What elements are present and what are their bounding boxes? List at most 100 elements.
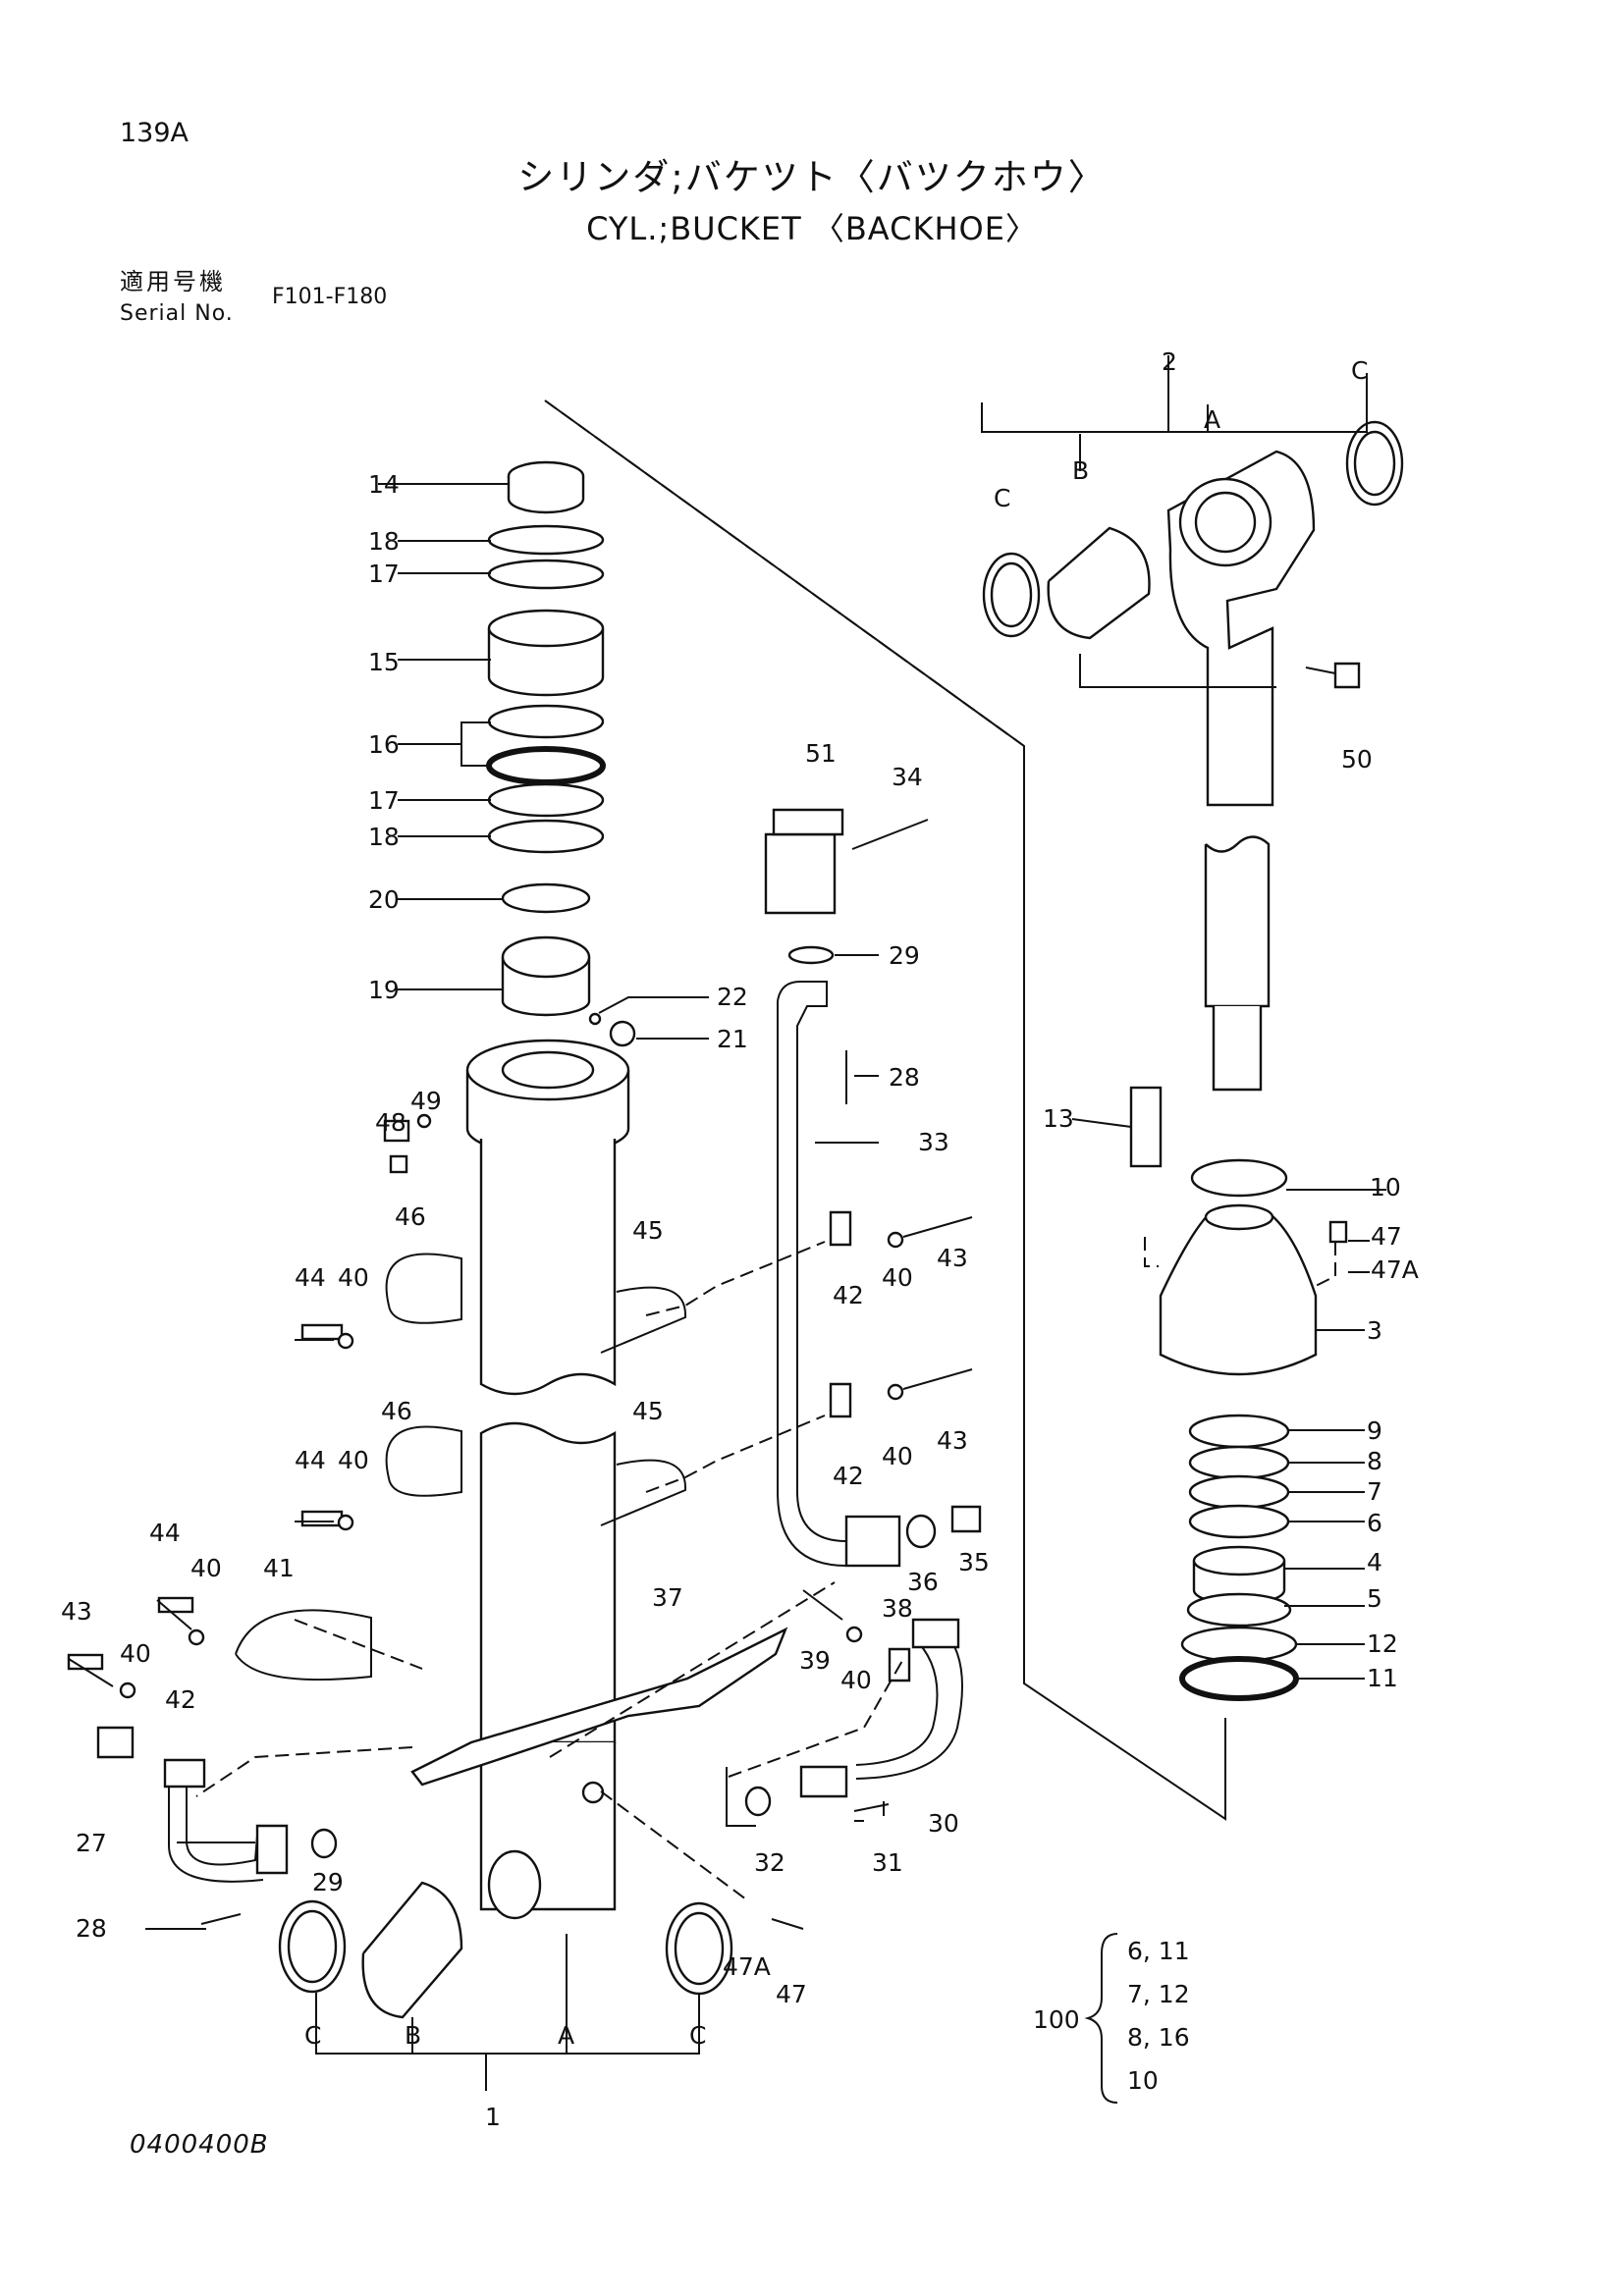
kit-brace [1084,1933,1118,2104]
callout-44c: 44 [149,1519,181,1547]
callout-48: 48 [375,1108,406,1137]
dashed-guides [195,1237,1336,1900]
callout-11: 11 [1367,1664,1398,1692]
callout-43b: 43 [937,1244,968,1272]
callout-16: 16 [368,730,400,759]
callout-30: 30 [928,1809,959,1838]
kit-line-3: 8, 16 [1127,2023,1190,2052]
callout-9: 9 [1367,1416,1382,1445]
callout-28a: 28 [76,1914,107,1943]
callout-18a: 18 [368,527,400,556]
callout-44a: 44 [295,1263,326,1292]
callout-45b: 45 [632,1397,664,1425]
cylinder-head-parts [486,460,636,1047]
callout-3: 3 [1367,1316,1382,1345]
callout-43c: 43 [937,1426,968,1455]
callout-22: 22 [717,983,748,1011]
kit-line-4: 10 [1127,2066,1159,2095]
callout-42a: 42 [165,1685,196,1714]
callout-46a: 46 [395,1202,426,1231]
callout-10: 10 [1370,1173,1401,1201]
callout-29a: 29 [312,1868,344,1896]
callout-29b: 29 [889,941,920,970]
callout-50: 50 [1341,745,1373,774]
callout-15: 15 [368,648,400,676]
callout-12: 12 [1367,1629,1398,1658]
cylinder-tube [389,1039,630,1920]
callout-43a: 43 [61,1597,92,1626]
callout-37: 37 [652,1583,683,1612]
callout-18b: 18 [368,823,400,851]
callout-51: 51 [805,739,837,768]
title-english: CYL.;BUCKET 〈BACKHOE〉 [586,210,1038,247]
bottom-bushing-parts [278,1881,733,2019]
callout-C-bottom-left: C [304,2021,321,2050]
title-japanese: シリンダ;バケツト〈バツクホウ〉 [517,156,1107,198]
callout-44b: 44 [295,1446,326,1474]
kit-line-1: 6, 11 [1127,1937,1190,1965]
callout-labels: 1 2 3 4 5 6 7 8 9 10 11 12 13 14 15 16 1… [61,347,1419,2131]
outline-dash [544,400,1025,747]
callout-33: 33 [918,1128,949,1156]
kit-legend: 100 6, 11 7, 12 8, 16 10 [1033,1937,1190,2095]
callout-47A-a: 47A [1371,1255,1419,1284]
callout-40a: 40 [338,1263,369,1292]
callout-14: 14 [368,470,400,499]
drawing-number: 0400400B [130,2130,269,2160]
callout-40e: 40 [882,1263,913,1292]
clamp-parts [67,1210,911,1759]
callout-28b: 28 [889,1063,920,1092]
callout-40b: 40 [338,1446,369,1474]
callout-C-top-left: C [994,484,1010,512]
callout-40g: 40 [840,1666,872,1694]
callout-32: 32 [754,1848,785,1877]
callout-B-bottom: B [405,2021,421,2050]
callout-41: 41 [263,1554,295,1582]
callout-42b: 42 [833,1281,864,1309]
piston-rod-parts [982,420,1404,1701]
callout-40f: 40 [882,1442,913,1470]
callout-17a: 17 [368,560,400,588]
callout-17b: 17 [368,786,400,815]
callout-47A-b: 47A [723,1952,771,1981]
callout-35: 35 [958,1548,990,1576]
callout-7: 7 [1367,1477,1382,1506]
tubing-parts [163,808,982,1883]
callout-A-bottom: A [558,2021,574,2050]
callout-38: 38 [882,1594,913,1623]
callout-40c: 40 [190,1554,222,1582]
callout-42c: 42 [833,1462,864,1490]
leader-lines [145,355,1386,2091]
callout-47a: 47 [1371,1222,1402,1251]
callout-49: 49 [410,1087,442,1115]
kit-number: 100 [1033,2005,1080,2034]
callout-C-bottom-right: C [689,2021,706,2050]
callout-19: 19 [368,976,400,1004]
callout-2: 2 [1162,347,1177,376]
callout-4: 4 [1367,1548,1382,1576]
callout-B-top: B [1072,456,1089,485]
callout-8: 8 [1367,1447,1382,1475]
callout-20: 20 [368,885,400,914]
kit-line-2: 7, 12 [1127,1980,1190,2008]
bolt-parts [68,819,973,1930]
callout-45a: 45 [632,1216,664,1245]
callout-6: 6 [1367,1509,1382,1537]
serial-label-japanese: 適用号機 [120,268,226,295]
callout-40d: 40 [120,1639,151,1668]
callout-46b: 46 [381,1397,412,1425]
callout-A-top: A [1204,405,1220,434]
callout-1: 1 [485,2103,501,2131]
bracket-part [410,1627,788,1787]
callout-36: 36 [907,1568,939,1596]
callout-34: 34 [892,763,923,791]
callout-27: 27 [76,1829,107,1857]
callout-13: 13 [1043,1104,1074,1133]
callout-21: 21 [717,1025,748,1053]
callout-5: 5 [1367,1584,1382,1613]
serial-label-english: Serial No. [120,301,234,326]
page-number: 139A [120,118,189,148]
callout-31: 31 [872,1848,903,1877]
callout-C-top-right: C [1351,356,1368,385]
